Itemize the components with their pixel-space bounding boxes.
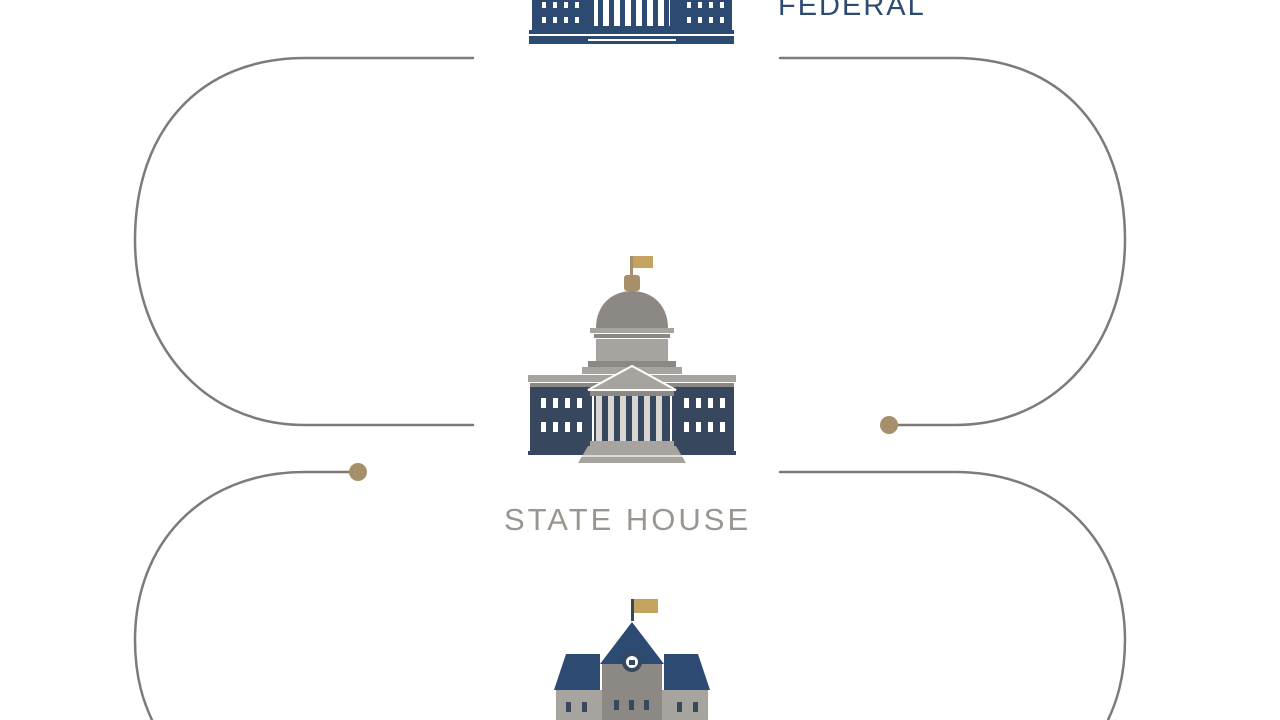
federal-label: FEDERAL: [778, 0, 926, 22]
state-house-label: STATE HOUSE: [504, 502, 752, 537]
state-capitol-icon: [528, 256, 736, 463]
lower-right-loop: [778, 470, 1127, 720]
connector-lines: [133, 56, 1127, 720]
town-hall-icon: [554, 599, 710, 720]
lower-left-loop: [133, 470, 360, 720]
upper-right-loop: [778, 56, 1127, 427]
federal-capitol-icon: [529, 0, 734, 44]
upper-left-loop: [133, 56, 475, 427]
connector-dot-left: [349, 463, 367, 481]
connector-dot-right: [880, 416, 898, 434]
